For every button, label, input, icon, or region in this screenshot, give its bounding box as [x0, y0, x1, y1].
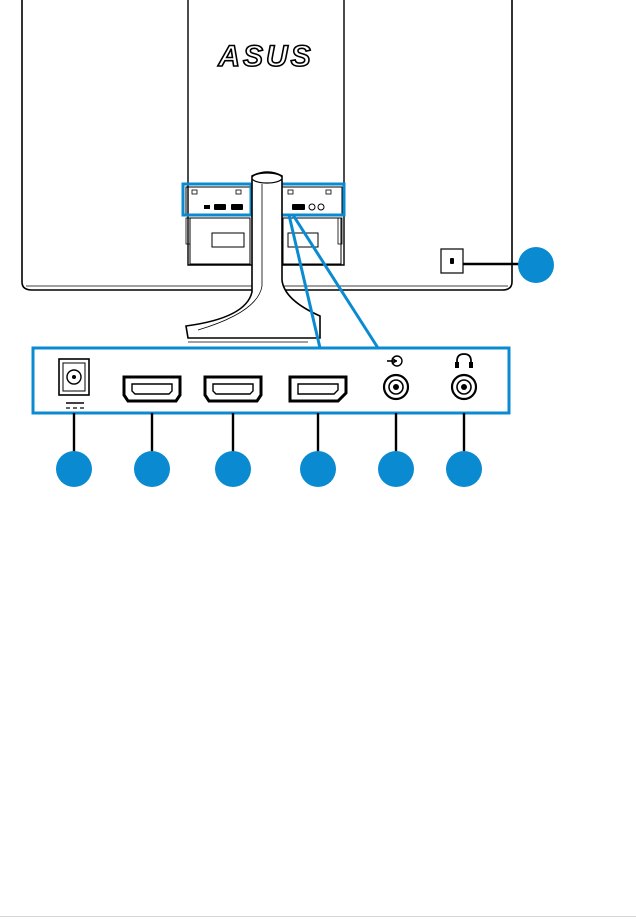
callout-dc-in — [56, 451, 92, 487]
hdmi-port-1 — [124, 377, 180, 401]
mini-dc-port — [204, 205, 210, 209]
callout-kensington-lock — [518, 247, 554, 283]
mini-dp-port — [292, 204, 305, 210]
port-panel-zoom — [33, 348, 509, 413]
callout-earphone-out — [446, 451, 482, 487]
dc-in-port — [59, 359, 89, 408]
hdmi-port-2 — [205, 377, 261, 401]
io-highlight-right — [275, 184, 344, 215]
mini-hdmi-port — [231, 204, 243, 210]
screw-detail — [326, 190, 331, 194]
stand-hinge — [252, 173, 282, 183]
callout-audio-in — [378, 451, 414, 487]
audio-in-icon — [387, 356, 402, 366]
audio-in-port — [384, 356, 408, 399]
displayport-port — [290, 377, 346, 401]
headphone-icon — [457, 354, 471, 366]
vent-slot — [212, 233, 244, 247]
mini-audio-jack — [309, 204, 315, 210]
screw-detail — [192, 190, 197, 194]
callout-displayport — [300, 451, 336, 487]
screw-detail — [236, 190, 241, 194]
page-footer-rule — [0, 916, 636, 917]
dc-power-icon — [66, 403, 84, 408]
mini-hdmi-port — [214, 204, 226, 210]
lock-slot-icon — [450, 258, 454, 264]
stand-neck — [186, 172, 320, 338]
screw-detail — [288, 190, 293, 194]
earphone-out-port — [452, 354, 476, 399]
cover-recess-left — [190, 218, 250, 264]
callout-hdmi-1 — [134, 451, 170, 487]
io-highlight-left — [183, 184, 251, 215]
callout-hdmi-2 — [215, 451, 251, 487]
mini-headphone-jack — [318, 204, 324, 210]
brand-logo: ASUS — [217, 40, 313, 73]
